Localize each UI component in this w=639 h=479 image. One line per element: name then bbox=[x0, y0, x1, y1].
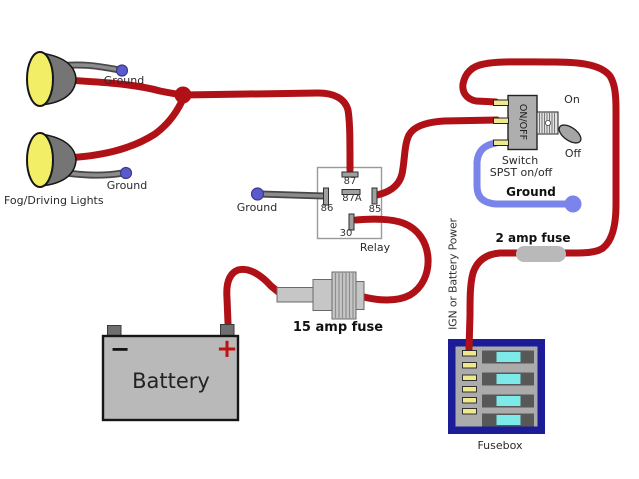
fuse15-ribs bbox=[334, 273, 354, 318]
switch-type-label: SPST on/off bbox=[489, 166, 553, 179]
switch-pivot-dot bbox=[545, 120, 552, 127]
fusebox-contents bbox=[462, 350, 534, 427]
ground-dot-light1 bbox=[115, 64, 129, 77]
relay-pin-86 bbox=[323, 187, 329, 206]
relay-pin-87a-label: 87A bbox=[342, 193, 362, 204]
battery-body bbox=[101, 334, 240, 422]
fuse2-label: 2 amp fuse bbox=[495, 231, 571, 245]
ground-dot-light2 bbox=[119, 166, 133, 180]
switch bbox=[493, 99, 582, 146]
switch-toggle-ribs bbox=[539, 113, 555, 133]
switch-terminal-top bbox=[493, 99, 509, 106]
switch-lever bbox=[558, 124, 582, 144]
wire-fuse15-relay30 bbox=[352, 215, 432, 304]
battery-label: Battery bbox=[132, 369, 210, 393]
fusebox-terminal-1 bbox=[462, 350, 477, 357]
ground-label-light1: Ground bbox=[103, 74, 145, 87]
relay-pin-85-label: 85 bbox=[368, 204, 382, 215]
switch-terminal-bottom bbox=[493, 139, 509, 146]
ground-lead-relay86 bbox=[258, 192, 326, 198]
fog-light-2-lens bbox=[26, 132, 54, 188]
power-wires bbox=[62, 58, 620, 353]
switch-ground-terminal-dot bbox=[564, 195, 582, 213]
wire-junction-relay87 bbox=[179, 89, 354, 174]
switch-off-label: Off bbox=[564, 147, 582, 160]
fog-light-2 bbox=[26, 132, 77, 188]
fusebox-terminal-5 bbox=[462, 397, 477, 404]
fusebox-terminal-2 bbox=[462, 362, 477, 369]
relay-pins bbox=[323, 171, 378, 231]
ign-battery-power-label: IGN or Battery Power bbox=[446, 218, 460, 330]
fuse15-holder bbox=[276, 271, 365, 320]
wire-switch-fusebox bbox=[459, 58, 620, 353]
ground-label-light2: Ground bbox=[106, 179, 148, 192]
switch-on-label: On bbox=[564, 93, 580, 106]
switch-ground-label: Ground bbox=[506, 185, 556, 199]
relay-pin-86-label: 86 bbox=[320, 203, 334, 214]
switch-name-label: Switch bbox=[501, 154, 539, 167]
relay-pin-87 bbox=[341, 171, 359, 178]
switch-body-label: ON/OFF bbox=[516, 103, 528, 141]
fusebox-fuse-4 bbox=[482, 413, 534, 427]
battery-minus-sign: − bbox=[109, 335, 131, 363]
fusebox-fuse-2 bbox=[482, 372, 534, 386]
relay-pin-87-label: 87 bbox=[343, 176, 357, 187]
fog-light-1 bbox=[26, 51, 77, 107]
fusebox-terminal-3 bbox=[462, 374, 477, 381]
battery-plus-sign: + bbox=[216, 334, 238, 364]
fusebox-terminal-6 bbox=[462, 408, 477, 415]
ground-label-relay: Ground bbox=[236, 201, 278, 214]
fuse15-step-block bbox=[312, 279, 333, 311]
relay-pin-30 bbox=[348, 213, 355, 231]
wire-relay85-switch bbox=[373, 116, 501, 199]
switch-ground-wire bbox=[473, 139, 574, 208]
fusebox-label: Fusebox bbox=[477, 439, 523, 452]
ground-dot-relay86 bbox=[250, 187, 265, 201]
relay-pin-30-label: 30 bbox=[339, 228, 353, 239]
fog-driving-lights-label: Fog/Driving Lights bbox=[4, 194, 104, 207]
fuse15-left-tube bbox=[276, 287, 315, 303]
switch-terminal-middle bbox=[493, 117, 509, 124]
fuse15-label: 15 amp fuse bbox=[292, 320, 384, 335]
fusebox-fuse-1 bbox=[482, 350, 534, 364]
fusebox-terminal-4 bbox=[462, 386, 477, 393]
wire-light2-junction bbox=[62, 93, 188, 162]
fusebox-fuse-3 bbox=[482, 394, 534, 408]
relay-pin-87a bbox=[341, 189, 361, 195]
relay-pin-85 bbox=[371, 187, 378, 205]
fog-light-1-lens bbox=[26, 51, 54, 107]
wire-junction-dot bbox=[174, 86, 192, 104]
battery bbox=[101, 324, 240, 422]
wire-battery-fuse15 bbox=[223, 265, 286, 327]
relay-label: Relay bbox=[359, 241, 391, 254]
fuse15-end-cap bbox=[355, 281, 365, 310]
fuse2-capsule bbox=[516, 246, 566, 262]
